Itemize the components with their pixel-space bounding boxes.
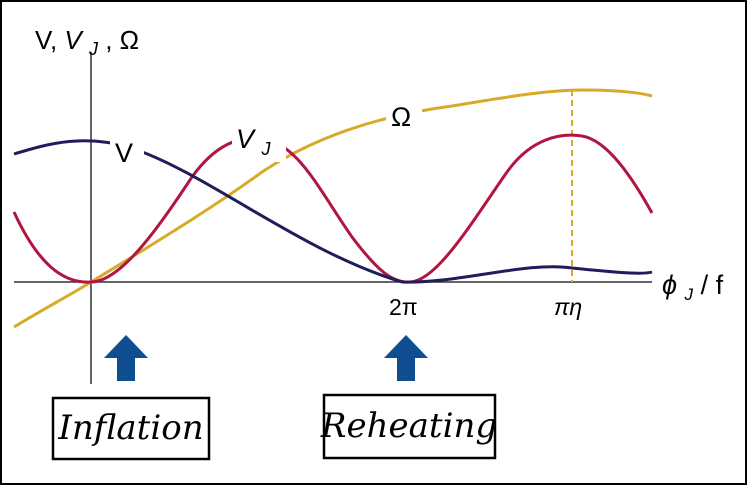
y-axis-vj: V <box>64 25 84 55</box>
y-axis-label: V, V J , Ω <box>35 25 139 61</box>
tick-pieta-label: πη <box>554 294 582 320</box>
y-axis-v: V, <box>35 25 64 55</box>
tick-2pi-label: 2π <box>389 294 418 320</box>
inflation-box <box>51 396 211 461</box>
vj-curve-label: V J <box>236 124 272 159</box>
omega-label-background <box>386 98 422 133</box>
inflation-text: Inflation <box>57 408 203 448</box>
inflation-arrow-icon <box>104 335 148 381</box>
vj-curve <box>12 133 654 284</box>
reheating-text: Reheating <box>320 406 497 446</box>
v-curve-label: V <box>115 138 133 168</box>
reheating-arrow-icon <box>384 335 428 381</box>
omega-curve-label: Ω <box>391 102 411 132</box>
v-curve <box>13 139 653 284</box>
y-axis-vj-sub: J <box>88 39 99 59</box>
y-axis-omega: , Ω <box>105 25 139 55</box>
x-axis-label: ϕ J / f <box>662 270 724 306</box>
reheating-box <box>322 393 497 460</box>
vj-label-background <box>232 120 286 162</box>
v-label-background <box>110 134 144 169</box>
